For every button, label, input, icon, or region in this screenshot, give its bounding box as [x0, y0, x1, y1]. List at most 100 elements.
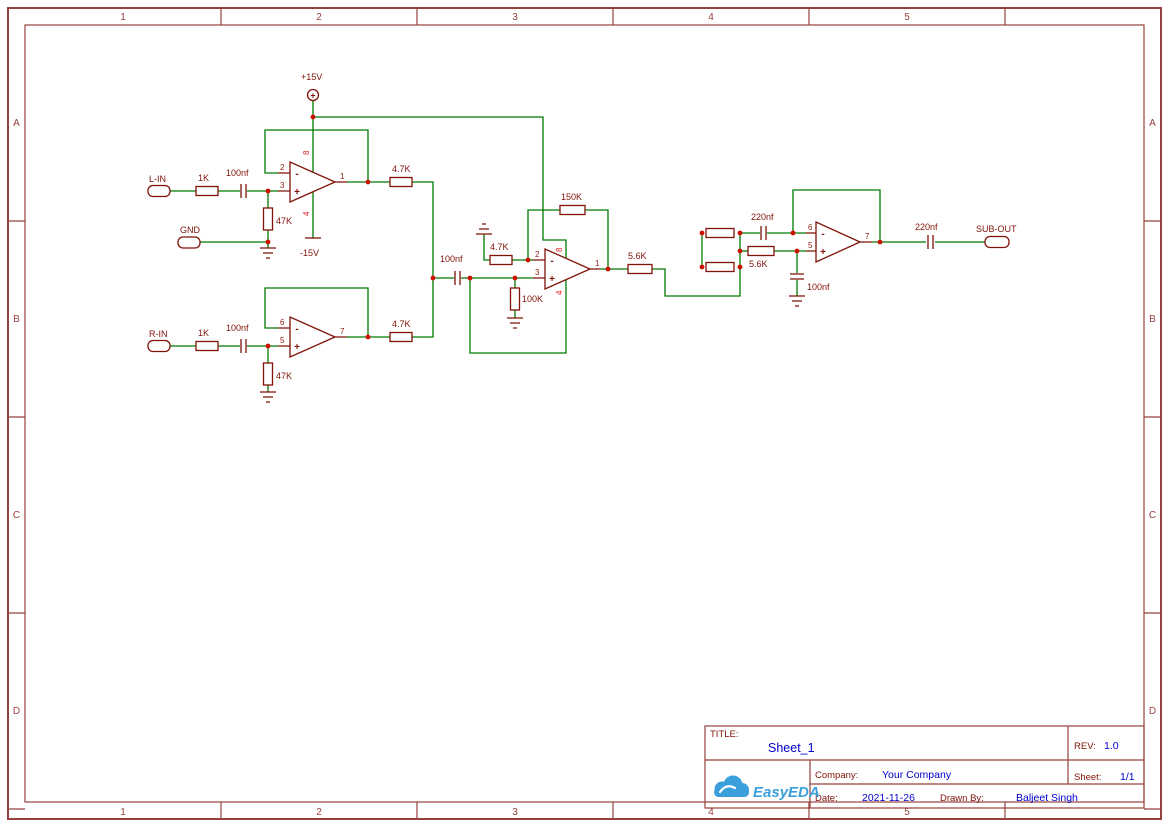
wire-feedback-a4[interactable] [792, 189, 881, 242]
opamp-triangle[interactable] [815, 220, 862, 264]
resistor-4p7k-left[interactable]: 4.7K [389, 164, 413, 188]
capacitor-value[interactable]: 100nf [440, 254, 463, 264]
capacitor-plates[interactable] [240, 184, 247, 198]
opamp-a3[interactable]: - + 2 3 1 8 4 [533, 247, 600, 295]
gnd-symbol[interactable] [789, 295, 805, 307]
capacitor-value[interactable]: 100nf [807, 282, 830, 292]
resistor-value[interactable]: 4.7K [392, 164, 411, 174]
wire[interactable] [412, 181, 434, 278]
resistor-value[interactable]: 4.7K [392, 319, 411, 329]
capacitor-100nf-right-ch[interactable]: 100nf [226, 323, 249, 353]
port-l-in[interactable]: L-IN [147, 174, 171, 198]
gnd-bars[interactable] [476, 223, 492, 235]
port-label[interactable]: GND [180, 225, 201, 235]
wire-feedback-a1[interactable] [264, 129, 369, 182]
port-pin-shape[interactable] [984, 235, 1010, 249]
opamp-a4[interactable]: - + 6 5 7 [806, 220, 872, 264]
company-value[interactable]: Your Company [882, 769, 952, 781]
port-label[interactable]: L-IN [149, 174, 166, 184]
sheet-value[interactable]: 1/1 [1120, 771, 1135, 783]
opamp-a1[interactable]: - + 2 3 1 8 4 [278, 150, 347, 216]
port-sub-out[interactable]: SUB-OUT [976, 224, 1017, 249]
power-flag-minus15v[interactable]: -15V [300, 237, 321, 258]
gnd-symbol[interactable] [260, 247, 276, 259]
capacitor-100nf-mid[interactable]: 100nf [440, 254, 463, 285]
resistor-parallel-top[interactable] [705, 227, 735, 239]
date-value[interactable]: 2021-11-26 [862, 792, 915, 804]
resistor-value[interactable]: 100K [522, 294, 543, 304]
gnd-symbol-flipped[interactable] [476, 223, 492, 235]
resistor-body[interactable] [389, 176, 413, 188]
drawn-by-value[interactable]: Baljeet Singh [1016, 792, 1078, 804]
port-gnd[interactable]: GND [177, 225, 201, 249]
resistor-value[interactable]: 4.7K [490, 242, 509, 252]
resistor-1k-left[interactable]: 1K [195, 173, 219, 197]
capacitor-plates[interactable] [240, 339, 247, 353]
resistor-5p6k-mid[interactable]: 5.6K [627, 251, 653, 275]
resistor-1k-right[interactable]: 1K [195, 328, 219, 352]
resistor-150k-feedback[interactable]: 150K [559, 192, 586, 216]
resistor-value[interactable]: 5.6K [749, 259, 768, 269]
capacitor-value[interactable]: 100nf [226, 323, 249, 333]
port-pin-shape[interactable] [147, 184, 171, 198]
wire[interactable] [412, 278, 434, 338]
resistor-value[interactable]: 1K [198, 173, 209, 183]
resistor-value[interactable]: 1K [198, 328, 209, 338]
resistor-47k-left[interactable]: 47K [262, 207, 293, 231]
opamp-triangle[interactable] [289, 315, 337, 359]
capacitor-value[interactable]: 220nf [751, 212, 774, 222]
port-label[interactable]: R-IN [149, 329, 168, 339]
resistor-body[interactable] [627, 263, 653, 275]
capacitor-220nf-out[interactable]: 220nf [915, 222, 938, 249]
resistor-value[interactable]: 5.6K [628, 251, 647, 261]
resistor-4p7k-right[interactable]: 4.7K [389, 319, 413, 343]
wire-feedback-a3b[interactable] [585, 209, 609, 269]
port-pin-shape[interactable] [147, 339, 171, 353]
wire[interactable] [652, 267, 741, 297]
gnd-symbol[interactable] [260, 391, 276, 403]
resistor-value[interactable]: 47K [276, 216, 292, 226]
wires[interactable] [170, 101, 985, 392]
sheet-title[interactable]: Sheet_1 [768, 741, 815, 755]
opamp-a2[interactable]: - + 6 5 7 [278, 315, 347, 359]
rev-value[interactable]: 1.0 [1104, 740, 1119, 752]
power-label[interactable]: -15V [300, 248, 319, 258]
power-flag-plus15v[interactable]: + +15V [301, 72, 322, 102]
port-r-in[interactable]: R-IN [147, 329, 171, 353]
power-label[interactable]: +15V [301, 72, 322, 82]
capacitor-220nf-in[interactable]: 220nf [751, 212, 774, 240]
wire[interactable] [483, 234, 490, 261]
resistor-body[interactable] [509, 287, 521, 311]
capacitor-plates[interactable] [454, 271, 461, 285]
resistor-value[interactable]: 150K [561, 192, 582, 202]
title-block[interactable]: TITLE: Sheet_1 REV: 1.0 Company: Your Co… [704, 725, 1145, 809]
resistor-body[interactable] [705, 261, 735, 273]
resistor-100k-shunt[interactable]: 100K [509, 287, 544, 311]
capacitor-100nf-shunt[interactable]: 100nf [790, 273, 830, 292]
capacitor-plates[interactable] [927, 235, 934, 249]
resistor-body[interactable] [195, 185, 219, 197]
opamp-triangle[interactable] [544, 247, 592, 291]
resistor-parallel-bottom[interactable] [705, 261, 735, 273]
resistor-body[interactable] [559, 204, 586, 216]
resistor-body[interactable] [705, 227, 735, 239]
resistor-47k-right[interactable]: 47K [262, 362, 293, 386]
resistor-4p7k-mid[interactable]: 4.7K [489, 242, 513, 266]
opamp-triangle[interactable] [289, 160, 337, 204]
resistor-body[interactable] [195, 340, 219, 352]
power-circle[interactable] [306, 88, 320, 102]
resistor-5p6k-out[interactable]: 5.6K [747, 245, 775, 270]
resistor-body[interactable] [489, 254, 513, 266]
capacitor-value[interactable]: 100nf [226, 168, 249, 178]
port-label[interactable]: SUB-OUT [976, 224, 1017, 234]
resistor-body[interactable] [262, 362, 274, 386]
capacitor-100nf-left[interactable]: 100nf [226, 168, 249, 198]
capacitor-plates[interactable] [790, 273, 804, 280]
wire[interactable] [469, 278, 567, 354]
capacitor-plates[interactable] [760, 226, 767, 240]
gnd-bars[interactable] [507, 317, 523, 329]
port-pin-shape[interactable] [177, 236, 201, 249]
gnd-bars[interactable] [789, 295, 805, 307]
resistor-value[interactable]: 47K [276, 371, 292, 381]
